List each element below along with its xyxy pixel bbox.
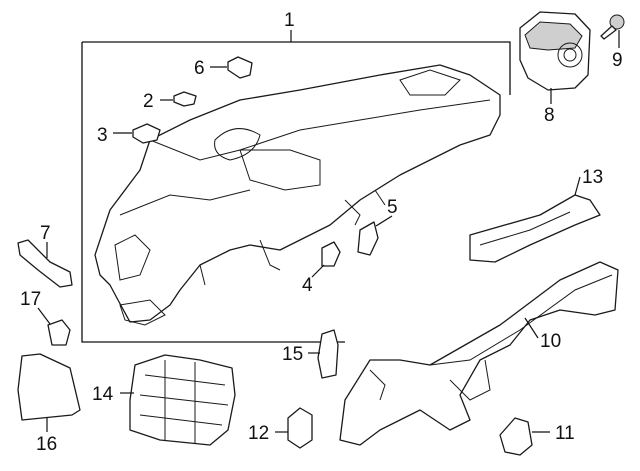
part-3-clip xyxy=(132,123,161,144)
callout-15: 15 xyxy=(282,344,303,365)
part-16-cover xyxy=(17,353,81,421)
callout-17: 17 xyxy=(20,289,41,310)
instrument-panel-part xyxy=(94,64,501,326)
callout-3: 3 xyxy=(97,125,108,146)
part-2-bracket xyxy=(173,91,197,107)
leader-5 xyxy=(375,215,393,227)
part-8-module xyxy=(519,11,591,91)
callout-4: 4 xyxy=(302,275,313,296)
part-1-group-frame xyxy=(81,41,511,343)
part-9-screw xyxy=(600,14,625,40)
part-11-bracket xyxy=(499,417,533,456)
part-4-bracket xyxy=(321,241,341,267)
callout-1: 1 xyxy=(284,10,295,31)
leader-4 xyxy=(311,264,325,278)
callout-7: 7 xyxy=(40,223,51,244)
callout-14: 14 xyxy=(92,384,114,405)
callout-12: 12 xyxy=(248,423,269,444)
callout-5: 5 xyxy=(387,197,398,218)
callout-11: 11 xyxy=(555,423,575,444)
part-15-bracket xyxy=(317,329,339,379)
leader-13 xyxy=(574,176,581,196)
part-10-cross-beam xyxy=(339,261,619,446)
part-14-duct xyxy=(129,354,236,446)
leader-10 xyxy=(524,317,539,339)
callout-10: 10 xyxy=(540,331,561,352)
part-6-clip xyxy=(227,56,253,79)
part-5-bracket xyxy=(357,221,379,256)
part-13-bracket xyxy=(469,194,601,263)
callout-13: 13 xyxy=(582,167,603,188)
part-17-clip xyxy=(47,319,71,346)
leader-17 xyxy=(37,307,51,325)
callout-6: 6 xyxy=(194,58,205,79)
callout-2: 2 xyxy=(143,91,154,112)
part-12-bracket xyxy=(287,407,313,449)
callout-8: 8 xyxy=(544,105,555,126)
part-7-trim xyxy=(17,239,73,288)
callout-9: 9 xyxy=(612,50,623,71)
callout-16: 16 xyxy=(36,434,57,455)
